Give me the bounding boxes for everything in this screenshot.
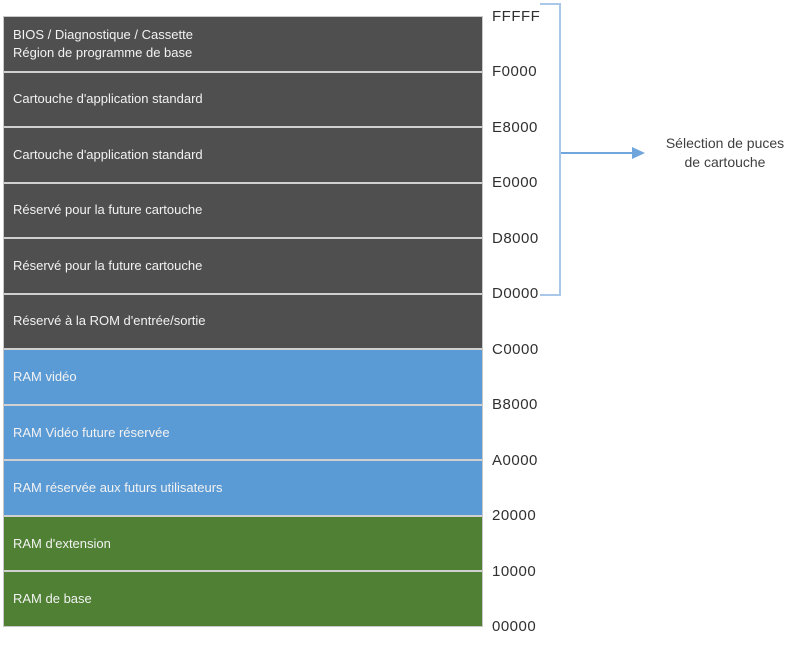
bracket-bottom-tick bbox=[540, 294, 561, 296]
address-label: E0000 bbox=[492, 174, 538, 192]
address-label: E8000 bbox=[492, 118, 538, 136]
memory-block-label: Cartouche d'application standard bbox=[13, 91, 203, 107]
memory-block: Réservé à la ROM d'entrée/sortie bbox=[4, 292, 482, 349]
memory-block-label: RAM de base bbox=[13, 591, 92, 607]
memory-block-label: RAM Vidéo future réservée bbox=[13, 424, 170, 440]
memory-block-label: Réservé pour la future cartouche bbox=[13, 202, 203, 218]
memory-block-label: BIOS / Diagnostique / Cassette Région de… bbox=[13, 26, 193, 60]
address-label: 00000 bbox=[492, 617, 537, 635]
address-label: F0000 bbox=[492, 63, 538, 81]
memory-block-label: RAM d'extension bbox=[13, 535, 111, 551]
address-label: A0000 bbox=[492, 451, 538, 469]
chip-select-arrow-head-icon bbox=[632, 147, 645, 159]
memory-block-label: RAM réservée aux futurs utilisateurs bbox=[13, 480, 223, 496]
address-label: 10000 bbox=[492, 562, 537, 580]
memory-block: Réservé pour la future cartouche bbox=[4, 181, 482, 238]
memory-block: RAM Vidéo future réservée bbox=[4, 403, 482, 460]
address-scale: FFFFF F0000 E8000 E0000 D8000 D0000 C000… bbox=[492, 8, 552, 635]
chip-select-annotation: Sélection de puces de cartouche bbox=[665, 135, 785, 170]
bracket-top-tick bbox=[540, 3, 561, 5]
memory-block-label: Réservé pour la future cartouche bbox=[13, 257, 203, 273]
memory-block-label: Cartouche d'application standard bbox=[13, 146, 203, 162]
memory-block: Cartouche d'application standard bbox=[4, 126, 482, 182]
memory-block: RAM de base bbox=[4, 570, 482, 627]
memory-block: RAM vidéo bbox=[4, 348, 482, 404]
memory-block: Cartouche d'application standard bbox=[4, 70, 482, 127]
memory-block: Réservé pour la future cartouche bbox=[4, 237, 482, 293]
memory-block-label: Réservé à la ROM d'entrée/sortie bbox=[13, 313, 206, 329]
address-label: FFFFF bbox=[492, 8, 541, 25]
address-label: D8000 bbox=[492, 229, 539, 247]
chip-select-arrow-line bbox=[561, 152, 633, 154]
address-label: C0000 bbox=[492, 340, 539, 358]
address-label: B8000 bbox=[492, 396, 538, 414]
memory-block: RAM d'extension bbox=[4, 514, 482, 571]
memory-block-label: RAM vidéo bbox=[13, 368, 77, 384]
memory-block-stack: BIOS / Diagnostique / Cassette Région de… bbox=[3, 16, 483, 627]
address-label: 20000 bbox=[492, 507, 537, 525]
memory-block: BIOS / Diagnostique / Cassette Région de… bbox=[4, 17, 482, 71]
bracket-vertical-line bbox=[559, 3, 561, 296]
address-label: D0000 bbox=[492, 285, 539, 303]
memory-block: RAM réservée aux futurs utilisateurs bbox=[4, 459, 482, 515]
